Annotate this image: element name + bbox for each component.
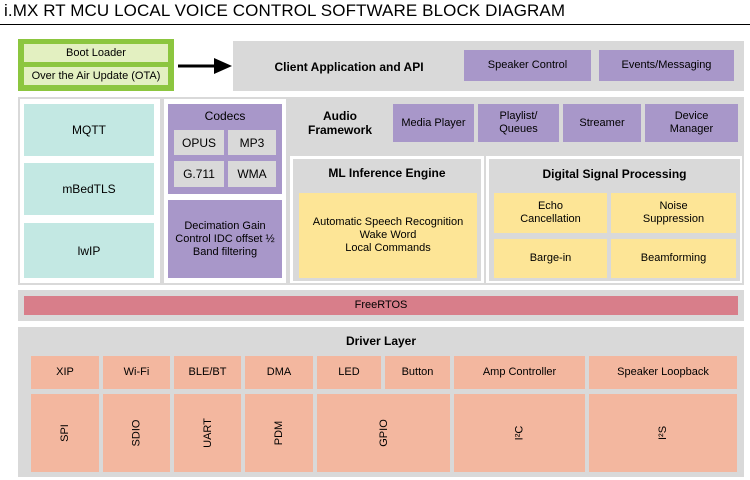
media-player-box: Media Player <box>393 104 474 142</box>
led-box: LED <box>317 356 381 389</box>
lwip-box: lwIP <box>24 223 154 278</box>
spi-box: SPI <box>31 394 99 472</box>
g711-box: G.711 <box>174 161 224 187</box>
echo-cancellation-box: Echo Cancellation <box>494 193 607 233</box>
pdm-box: PDM <box>245 394 313 472</box>
audio-framework-label: Audio Framework <box>307 109 373 137</box>
blebt-box: BLE/BT <box>174 356 241 389</box>
i2c-box: I²C <box>454 394 585 472</box>
asr-text: Automatic Speech Recognition <box>312 216 464 228</box>
i2s-box: I²S <box>589 394 737 472</box>
local-commands-text: Local Commands <box>345 242 431 254</box>
diagram-title: i.MX RT MCU LOCAL VOICE CONTROL SOFTWARE… <box>4 1 566 20</box>
decimation-box: Decimation Gain Control IDC offset ½ Ban… <box>168 200 282 278</box>
dsp-label: Digital Signal Processing <box>542 167 687 181</box>
device-manager-box: Device Manager <box>645 104 738 142</box>
dma-box: DMA <box>245 356 313 389</box>
pdm-label: PDM <box>272 420 285 446</box>
uart-box: UART <box>174 394 241 472</box>
speaker-control-box: Speaker Control <box>464 50 591 81</box>
wma-box: WMA <box>228 161 276 187</box>
gpio-box: GPIO <box>317 394 450 472</box>
speaker-loopback-box: Speaker Loopback <box>589 356 737 389</box>
ml-features-box: Automatic Speech Recognition Wake Word L… <box>299 193 477 278</box>
i2c-label: I²C <box>513 425 526 441</box>
streamer-box: Streamer <box>563 104 641 142</box>
xip-box: XIP <box>31 356 99 389</box>
freertos-bar: FreeRTOS <box>24 296 738 315</box>
button-box: Button <box>385 356 450 389</box>
barge-in-box: Barge-in <box>494 239 607 278</box>
mqtt-box: MQTT <box>24 104 154 156</box>
wake-word-text: Wake Word <box>359 229 417 241</box>
beamforming-box: Beamforming <box>611 239 736 278</box>
opus-box: OPUS <box>174 130 224 155</box>
events-messaging-box: Events/Messaging <box>599 50 734 81</box>
ota-box: Over the Air Update (OTA) <box>24 67 168 85</box>
boot-loader-box: Boot Loader <box>24 44 168 62</box>
mp3-box: MP3 <box>228 130 276 155</box>
mbedtls-box: mBedTLS <box>24 163 154 215</box>
spi-label: SPI <box>58 424 71 442</box>
boot-to-client-arrow <box>178 58 232 74</box>
gpio-label: GPIO <box>377 419 390 447</box>
wifi-box: Wi-Fi <box>103 356 170 389</box>
noise-suppression-box: Noise Suppression <box>611 193 736 233</box>
amp-controller-box: Amp Controller <box>454 356 585 389</box>
title-rule <box>0 24 750 25</box>
sdio-label: SDIO <box>130 419 143 447</box>
client-app-label: Client Application and API <box>274 60 424 74</box>
playlist-queues-box: Playlist/ Queues <box>478 104 559 142</box>
i2s-label: I²S <box>657 425 669 441</box>
ml-inference-label: ML Inference Engine <box>328 166 446 180</box>
sdio-box: SDIO <box>103 394 170 472</box>
driver-layer-label: Driver Layer <box>345 334 417 348</box>
uart-label: UART <box>201 418 214 448</box>
codecs-label: Codecs <box>204 109 246 123</box>
